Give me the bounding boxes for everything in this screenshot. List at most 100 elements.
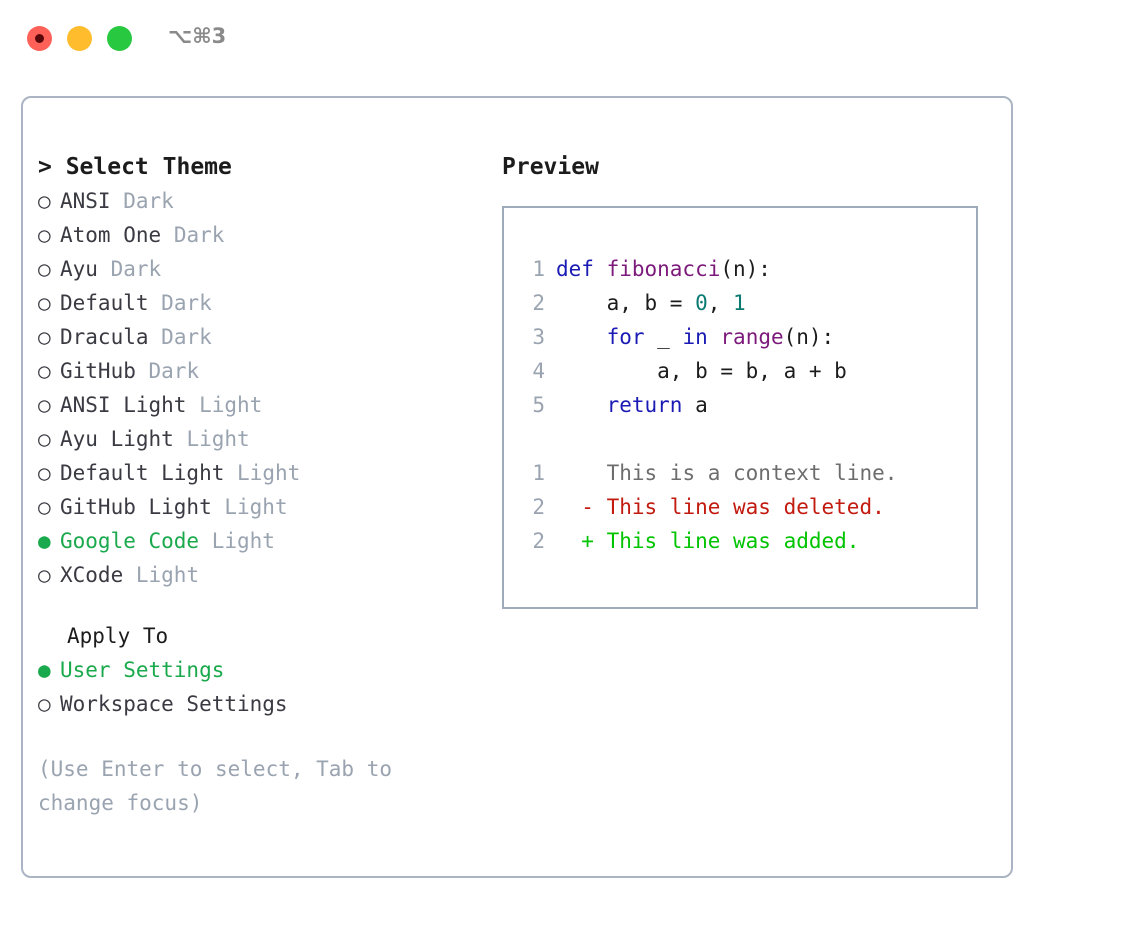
radio-unselected-icon: ○ [38, 427, 51, 451]
code-token [708, 325, 721, 349]
theme-option-github-light[interactable]: ○GitHub Light Light [38, 490, 478, 524]
theme-picker-header: > Select Theme [38, 154, 232, 180]
theme-option-label: ANSI [60, 189, 111, 213]
code-token: range [720, 325, 784, 349]
code-token: a [682, 393, 708, 417]
window-maximize-button[interactable] [107, 26, 132, 51]
code-token: 0 [695, 291, 708, 315]
preview-header: Preview [502, 154, 599, 180]
main-panel: > Select Theme ○ANSI Dark○Atom One Dark○… [21, 96, 1013, 878]
theme-option-label: XCode [60, 563, 124, 587]
radio-selected-icon: ● [38, 529, 51, 553]
code-line: 5 return a [504, 388, 976, 422]
theme-option-variant: Dark [161, 325, 212, 349]
theme-option-ansi-light[interactable]: ○ANSI Light Light [38, 388, 478, 422]
radio-unselected-icon: ○ [38, 692, 51, 716]
code-token: a, b = b, a + b [556, 359, 847, 383]
recording-indicator-icon [35, 34, 44, 43]
apply-to-header: Apply To [67, 624, 169, 648]
diff-line-del: 2 - This line was deleted. [504, 490, 976, 524]
theme-option-label: GitHub [60, 359, 136, 383]
theme-option-list: ○ANSI Dark○Atom One Dark○Ayu Dark○Defaul… [38, 184, 478, 592]
theme-option-variant: Dark [173, 223, 225, 247]
apply-to-option-list: ● User Settings ○ Workspace Settings [38, 653, 478, 721]
diff-marker [556, 461, 594, 485]
theme-option-ayu-light[interactable]: ○ Ayu Light Light [38, 422, 478, 456]
diff-marker: - [556, 495, 594, 519]
theme-option-variant: Light [224, 495, 288, 519]
theme-option-label: Default Light [60, 461, 225, 485]
line-number: 1 [532, 461, 545, 485]
code-token: 1 [733, 291, 746, 315]
theme-option-variant: Light [237, 461, 301, 485]
theme-option-variant: Light [135, 563, 200, 587]
radio-unselected-icon: ○ [38, 461, 51, 485]
theme-option-ansi[interactable]: ○ ANSI Dark [38, 184, 478, 218]
theme-option-variant: Dark [148, 359, 200, 383]
theme-option-github[interactable]: ○GitHub Dark [38, 354, 478, 388]
theme-option-ayu[interactable]: ○Ayu Dark [38, 252, 478, 286]
radio-unselected-icon: ○ [38, 189, 51, 213]
theme-option-dracula[interactable]: ○ Dracula Dark [38, 320, 478, 354]
radio-unselected-icon: ○ [38, 291, 51, 315]
code-token: (n): [783, 325, 835, 349]
theme-option-label: Ayu Light [60, 427, 174, 451]
theme-option-label: Dracula [60, 325, 149, 349]
titlebar: ⌥⌘3 [0, 0, 1140, 78]
window-minimize-button[interactable] [67, 26, 92, 51]
theme-option-variant: Light [186, 427, 250, 451]
diff-text: This is a context line. [593, 461, 898, 485]
theme-option-variant: Light [211, 529, 275, 553]
line-number: 1 [532, 257, 545, 281]
radio-unselected-icon: ○ [38, 563, 51, 587]
radio-selected-icon: ● [38, 658, 51, 682]
theme-option-variant: Dark [161, 291, 212, 315]
diff-line-ctx: 1 This is a context line. [504, 456, 976, 490]
code-token [556, 325, 607, 349]
diff-text: This line was deleted. [593, 495, 885, 519]
radio-unselected-icon: ○ [38, 325, 51, 349]
theme-option-label: Ayu [60, 257, 98, 281]
code-line: 3 for _ in range(n): [504, 320, 976, 354]
theme-option-default[interactable]: ○ Default Dark [38, 286, 478, 320]
theme-option-label: Default [60, 291, 149, 315]
line-number: 4 [532, 359, 545, 383]
theme-option-default-light[interactable]: ○ Default Light Light [38, 456, 478, 490]
theme-picker-panel: > Select Theme ○ANSI Dark○Atom One Dark○… [38, 150, 478, 820]
theme-option-atom-one[interactable]: ○Atom One Dark [38, 218, 478, 252]
theme-option-label: Atom One [60, 223, 162, 247]
apply-to-option-label: User Settings [60, 658, 225, 682]
apply-to-option-label: Workspace Settings [60, 692, 288, 716]
radio-unselected-icon: ○ [38, 393, 51, 417]
code-token: for [606, 325, 645, 349]
diff-marker: + [556, 529, 594, 553]
code-token: _ [644, 325, 683, 349]
theme-option-variant: Light [199, 393, 263, 417]
theme-option-google-code[interactable]: ● Google Code Light [38, 524, 478, 558]
code-token: (n): [720, 257, 771, 281]
code-token: a, b = [556, 291, 696, 315]
diff-sample: 1 This is a context line.2 - This line w… [504, 456, 976, 558]
code-token: in [682, 325, 708, 349]
code-diff-separator [504, 422, 976, 456]
radio-unselected-icon: ○ [38, 495, 51, 519]
line-number: 2 [532, 291, 545, 315]
line-number: 2 [532, 495, 545, 519]
diff-text: This line was added. [593, 529, 860, 553]
theme-option-xcode[interactable]: ○ XCode Light [38, 558, 478, 592]
apply-to-section: Apply To ● User Settings ○ Workspace Settin… [38, 619, 478, 721]
keyboard-shortcut-label: ⌥⌘3 [168, 24, 227, 48]
code-line: 4 a, b = b, a + b [504, 354, 976, 388]
radio-unselected-icon: ○ [38, 257, 51, 281]
apply-to-option-workspace-settings[interactable]: ○ Workspace Settings [38, 687, 478, 721]
apply-to-option-user-settings[interactable]: ● User Settings [38, 653, 478, 687]
theme-option-variant: Dark [123, 189, 174, 213]
code-token: return [606, 393, 683, 417]
theme-option-label: Google Code [60, 529, 200, 553]
code-token: def [556, 257, 607, 281]
code-token [556, 393, 607, 417]
